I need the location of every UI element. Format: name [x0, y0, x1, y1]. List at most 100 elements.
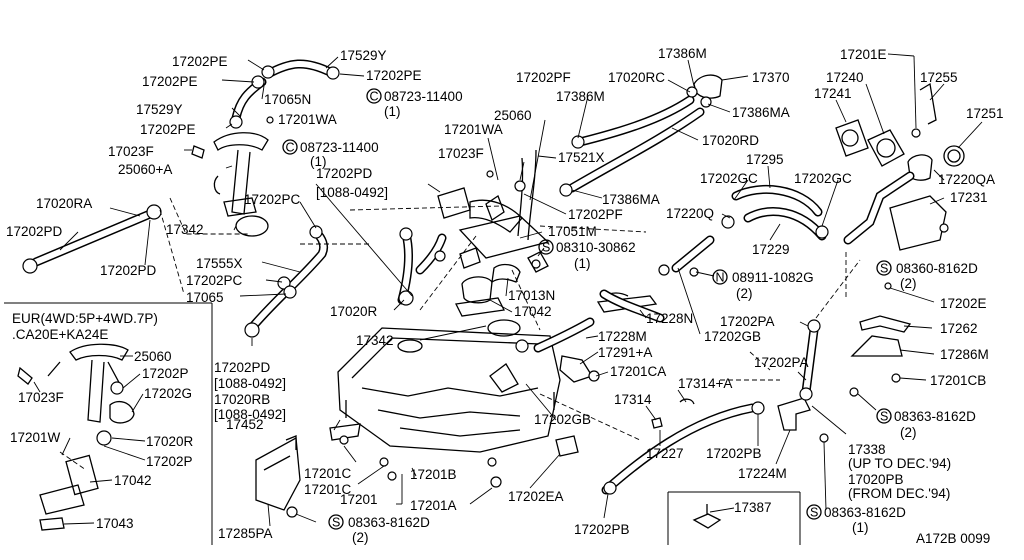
part-label: 17042 — [514, 304, 552, 319]
part-label: 17201C — [304, 482, 352, 497]
eur-inset-box: EUR(4WD:5P+4WD.7P) .CA20E+KA24E 25060 17… — [4, 302, 213, 545]
part-label: 17201CA — [610, 364, 666, 379]
part-label: 17020RD — [702, 133, 759, 148]
part-label: 17386M — [556, 89, 605, 104]
part-label: 17051M — [548, 224, 597, 239]
part-label: 17202PA — [754, 355, 809, 370]
inset-label-17201w: 17201W — [10, 430, 61, 445]
part-label: 17291+A — [598, 345, 652, 360]
svg-text:S: S — [542, 241, 550, 255]
part-label: 17020RC — [608, 70, 665, 85]
part-label: 08723-11400 — [300, 140, 379, 155]
c-marker-icon — [366, 88, 382, 104]
svg-text:S: S — [880, 262, 888, 276]
part-label: 17251 — [966, 106, 1004, 121]
inset-label-17042: 17042 — [114, 473, 152, 488]
part-label: 17020R — [330, 304, 378, 319]
part-label: (1) — [852, 520, 869, 535]
part-label: 17255 — [920, 70, 958, 85]
c-marker-icon — [282, 139, 298, 155]
part-label: 17202PE — [142, 74, 198, 89]
part-label: (2) — [736, 286, 753, 301]
part-label: [1088-0492] — [214, 407, 286, 422]
part-label: 17386M — [658, 46, 707, 61]
part-label: 17201C — [304, 466, 352, 481]
part-label: 17202PD — [6, 224, 63, 239]
part-label: 17202GC — [700, 171, 758, 186]
part-label: 17201WA — [278, 112, 337, 127]
part-label: (2) — [352, 530, 369, 545]
part-label: 17202PD — [316, 166, 373, 181]
s-marker-icon — [328, 514, 344, 530]
part-label: 17229 — [752, 242, 790, 257]
part-label: 17231 — [950, 190, 988, 205]
part-label: 17202PE — [366, 68, 422, 83]
fuel-tank — [337, 292, 658, 453]
part-label: 17201WA — [444, 122, 503, 137]
part-label: 17342 — [356, 333, 394, 348]
inset-label-17023f: 17023F — [18, 390, 64, 405]
part-label: 17529Y — [340, 48, 387, 63]
part-label: 17387 — [734, 500, 772, 515]
leader-lines — [59, 53, 983, 527]
part-label: 17227 — [646, 446, 684, 461]
part-label: 08363-8162D — [824, 505, 906, 520]
inset-label-25060: 25060 — [134, 349, 172, 364]
part-label: (UP TO DEC.'94) — [848, 456, 951, 471]
inset-label-17202g: 17202G — [144, 386, 192, 401]
part-label: (FROM DEC.'94) — [848, 486, 950, 501]
part-label: 17452 — [226, 417, 264, 432]
part-label: 17202EA — [508, 489, 564, 504]
part-label: 17202GB — [534, 412, 591, 427]
part-label: 17202PE — [140, 122, 196, 137]
part-label: 17228N — [646, 311, 693, 326]
part-label: 17202PF — [568, 207, 623, 222]
inset-label-17020r: 17020R — [146, 434, 194, 449]
part-label: 08723-11400 — [384, 89, 463, 104]
evap-vent-assembly — [300, 74, 723, 331]
part-label: 17240 — [826, 70, 864, 85]
svg-text:S: S — [332, 516, 340, 530]
part-label: 17529Y — [136, 102, 183, 117]
inset-label-17202p-a: 17202P — [142, 366, 189, 381]
svg-text:C: C — [286, 141, 295, 155]
part-label: 17224M — [738, 466, 787, 481]
part-label: 17202PB — [706, 446, 762, 461]
part-label: 17338 — [848, 442, 886, 457]
part-label: 17386MA — [602, 192, 660, 207]
part-label: [1088-0492] — [316, 185, 388, 200]
s-marker-icon — [806, 504, 822, 520]
svg-text:S: S — [810, 506, 818, 520]
part-label: 17386MA — [732, 105, 790, 120]
part-label: 17228M — [598, 329, 647, 344]
part-label: 17342 — [166, 222, 204, 237]
part-label: 17201E — [840, 47, 887, 62]
inset-label-17043: 17043 — [96, 516, 134, 531]
part-label: 17202GB — [704, 329, 761, 344]
inset-header-line2: .CA20E+KA24E — [12, 327, 108, 342]
part-label: 17314+A — [678, 376, 732, 391]
part-label: 17295 — [746, 152, 784, 167]
part-label: 17202PB — [574, 522, 630, 537]
part-label: 17023F — [438, 146, 484, 161]
part-label: 17065 — [186, 290, 224, 305]
lower-brackets — [255, 319, 829, 545]
fastener-markers: C C S N S S S S — [282, 88, 892, 530]
part-label: 08911-1082G — [732, 270, 814, 285]
part-label: 17023F — [108, 144, 154, 159]
part-label: 17202PD — [100, 263, 157, 278]
part-label: 17286M — [940, 347, 989, 362]
part-label: 17220Q — [666, 206, 714, 221]
part-label: (1) — [384, 104, 401, 119]
part-label: 08310-30862 — [556, 240, 636, 255]
part-label: 08363-8162D — [894, 409, 976, 424]
part-label: 25060+A — [118, 162, 172, 177]
part-label: 17020RB — [214, 392, 270, 407]
s-marker-icon — [538, 239, 554, 255]
svg-text:C: C — [370, 90, 379, 104]
part-label: 25060 — [494, 108, 532, 123]
part-label: 17202PC — [186, 273, 243, 288]
part-label: 17202E — [940, 296, 987, 311]
part-label: (2) — [900, 276, 917, 291]
